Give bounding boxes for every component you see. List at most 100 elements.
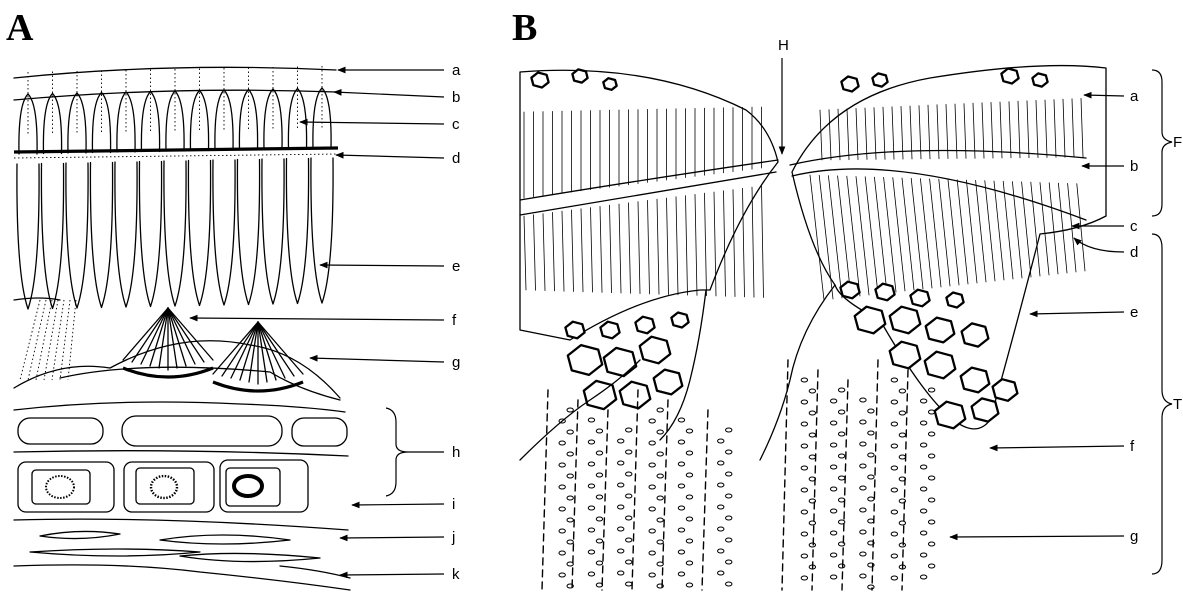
pit xyxy=(830,553,836,557)
panel-a-letter: A xyxy=(6,7,34,49)
pit xyxy=(920,531,926,535)
pit xyxy=(726,516,732,520)
pit xyxy=(726,538,732,542)
palisade-column xyxy=(543,214,545,291)
label-b-b: b xyxy=(1130,158,1138,175)
pit xyxy=(726,472,732,476)
palisade-column xyxy=(648,200,650,294)
sclerenchyma-cell xyxy=(640,337,671,364)
panel-a-labels: a b c d e f g h i j k xyxy=(451,62,461,583)
tracheid-wall xyxy=(782,360,788,590)
palisade-column xyxy=(994,181,1004,280)
palisade-cell-body xyxy=(237,160,259,305)
label-c: c xyxy=(452,116,460,133)
pit xyxy=(649,485,655,489)
nucleus xyxy=(234,476,262,496)
pit xyxy=(686,429,692,433)
pit xyxy=(596,539,602,543)
label-g: g xyxy=(452,354,460,371)
pointer-arrow xyxy=(352,504,444,505)
brace-t xyxy=(1152,234,1172,574)
pit xyxy=(801,378,807,382)
pit xyxy=(618,461,624,465)
label-f: f xyxy=(452,312,457,329)
pit xyxy=(920,575,926,579)
hilum-label: H xyxy=(778,37,789,54)
surface-cell xyxy=(872,73,887,86)
macrosclereid xyxy=(1072,99,1074,157)
palisade-column xyxy=(591,208,593,293)
palisade-column xyxy=(724,191,726,296)
parenchyma-cell xyxy=(122,416,282,446)
pointer-arrow xyxy=(340,574,444,575)
pit xyxy=(649,463,655,467)
palisade-column xyxy=(810,175,824,300)
macrosclereid xyxy=(883,107,885,159)
pit xyxy=(588,550,594,554)
palisade-column xyxy=(939,179,950,286)
pit xyxy=(596,429,602,433)
macrosclereid xyxy=(991,102,993,158)
palisade-column xyxy=(1058,183,1067,273)
brace-label-f: F xyxy=(1173,134,1182,151)
sclerenchyma-cell xyxy=(972,398,999,421)
palisade-column xyxy=(976,180,986,282)
brace-label-t: T xyxy=(1173,396,1182,413)
fan-stroke xyxy=(168,308,204,362)
palisade-column xyxy=(819,175,833,299)
parenchyma-cell xyxy=(18,418,103,444)
pit xyxy=(830,531,836,535)
palisade-cell-body xyxy=(311,158,333,303)
pit xyxy=(588,462,594,466)
pit xyxy=(891,576,897,580)
pit xyxy=(809,389,815,393)
pit xyxy=(860,486,866,490)
fan-dots xyxy=(36,300,52,380)
palisade-column xyxy=(676,197,678,295)
palisade-column xyxy=(1049,183,1058,274)
palisade-column xyxy=(657,199,659,294)
pit xyxy=(588,440,594,444)
cuticle-line xyxy=(14,67,336,78)
sclerenchyma-cell xyxy=(654,370,683,395)
pit xyxy=(657,540,663,544)
pit xyxy=(868,453,874,457)
pit xyxy=(928,432,934,436)
palisade-cell-body xyxy=(139,162,161,307)
pit xyxy=(678,462,684,466)
tracheid-wall xyxy=(812,370,818,590)
pit xyxy=(657,474,663,478)
palisade-cell-body xyxy=(164,161,186,306)
pit xyxy=(686,539,692,543)
parenchyma-bottom xyxy=(14,451,348,456)
pit xyxy=(891,554,897,558)
sclerenchyma-cell xyxy=(961,368,990,393)
pit xyxy=(838,564,844,568)
left-lobe-outline xyxy=(520,70,778,340)
palisade-cell-body xyxy=(41,164,63,309)
macrosclereid xyxy=(1018,101,1020,158)
pit xyxy=(868,431,874,435)
sclerenchyma-cell xyxy=(855,307,886,334)
pointer-arrow xyxy=(1084,95,1124,96)
pit xyxy=(618,527,624,531)
palisade-column xyxy=(705,193,707,296)
pit xyxy=(626,538,632,542)
flat-cell xyxy=(30,549,200,556)
palisade-cell-body xyxy=(17,164,39,309)
pit xyxy=(830,465,836,469)
tracheid-wall xyxy=(702,410,708,590)
pit xyxy=(891,532,897,536)
nucleus xyxy=(46,476,74,498)
pit xyxy=(801,488,807,492)
pit xyxy=(678,528,684,532)
sclerenchyma-cell xyxy=(890,342,921,369)
palisade-cell-body xyxy=(262,159,284,304)
pit xyxy=(649,573,655,577)
pit xyxy=(860,442,866,446)
pit xyxy=(899,543,905,547)
macrosclereid xyxy=(829,110,831,160)
label-h: h xyxy=(452,444,460,461)
flat-cell xyxy=(180,553,320,561)
pit xyxy=(928,498,934,502)
